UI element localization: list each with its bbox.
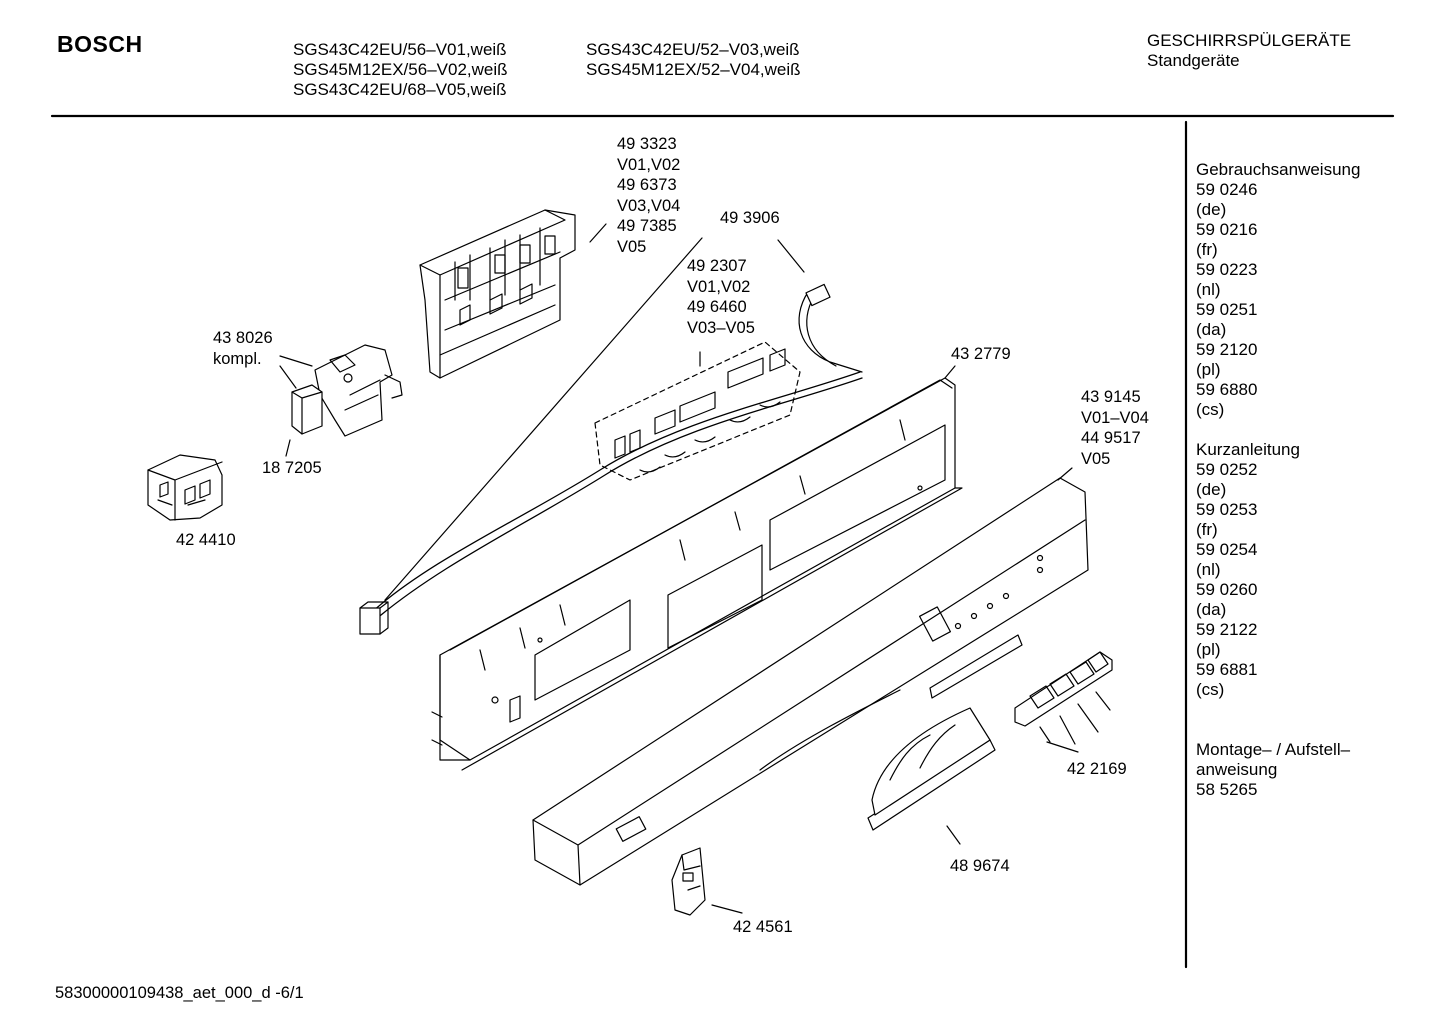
model-list-col1: SGS43C42EU/56–V01,weiß SGS45M12EX/56–V02… bbox=[293, 40, 508, 100]
part-label-424561: 42 4561 bbox=[733, 918, 793, 936]
part-note: kompl. bbox=[213, 349, 262, 368]
part-label-493906: 49 3906 bbox=[720, 209, 780, 227]
front-panel-drawing bbox=[532, 477, 1089, 886]
part-label-439145: 43 9145 V01–V04 44 9517 V05 bbox=[1081, 387, 1149, 469]
doc-title-kurzanleitung: Kurzanleitung bbox=[1196, 440, 1300, 459]
part-number: 43 9145 bbox=[1081, 388, 1141, 406]
model-line: SGS43C42EU/52–V03,weiß bbox=[586, 40, 800, 59]
part-variant: V01–V04 bbox=[1081, 408, 1149, 427]
part-label-438026: 43 8026 kompl. bbox=[213, 328, 273, 369]
spacer bbox=[1196, 420, 1360, 440]
part-number: 43 8026 bbox=[213, 329, 273, 347]
model-list-col2: SGS43C42EU/52–V03,weiß SGS45M12EX/52–V04… bbox=[586, 40, 801, 80]
model-line: SGS45M12EX/56–V02,weiß bbox=[293, 60, 508, 79]
part-number: 44 9517 bbox=[1081, 429, 1141, 447]
doc-item: 59 0254 bbox=[1196, 540, 1258, 559]
part-label-432779: 43 2779 bbox=[951, 345, 1011, 363]
part-number: 49 6373 bbox=[617, 176, 677, 194]
doc-item: (fr) bbox=[1196, 520, 1218, 539]
category-block: GESCHIRRSPÜLGERÄTE Standgeräte bbox=[1147, 31, 1351, 71]
doc-title-montage: Montage– / Aufstell– bbox=[1196, 740, 1351, 759]
relay-drawing bbox=[291, 384, 323, 435]
doc-item: 59 0216 bbox=[1196, 220, 1258, 239]
doc-item: (da) bbox=[1196, 600, 1227, 619]
category-title: GESCHIRRSPÜLGERÄTE bbox=[1147, 31, 1352, 50]
part-label-492307: 49 2307 V01,V02 49 6460 V03–V05 bbox=[687, 256, 755, 338]
wiring-harness-drawing bbox=[359, 283, 863, 635]
doc-item: (da) bbox=[1196, 320, 1227, 339]
doc-item: (cs) bbox=[1196, 680, 1225, 699]
part-48-9674-drawing bbox=[867, 707, 996, 831]
part-number: 49 3323 bbox=[617, 135, 677, 153]
doc-item: 59 6881 bbox=[1196, 660, 1258, 679]
part-number: 49 7385 bbox=[617, 217, 677, 235]
part-variant: V01,V02 bbox=[617, 155, 681, 174]
model-line: SGS45M12EX/52–V04,weiß bbox=[586, 60, 801, 79]
doc-item: (de) bbox=[1196, 480, 1227, 499]
part-number: 49 6460 bbox=[687, 298, 747, 316]
spacer bbox=[1196, 700, 1360, 720]
documents-sidebar: Gebrauchsanweisung 59 0246 (de) 59 0216 … bbox=[1196, 160, 1360, 800]
part-variant: V01,V02 bbox=[687, 277, 751, 296]
buttons-drawing bbox=[1014, 651, 1113, 727]
doc-item: (pl) bbox=[1196, 360, 1221, 379]
doc-item: 59 0260 bbox=[1196, 580, 1258, 599]
part-number: 49 2307 bbox=[687, 257, 747, 275]
doc-item: (de) bbox=[1196, 200, 1227, 219]
doc-item: 59 0251 bbox=[1196, 300, 1258, 319]
brand-logo: BOSCH bbox=[57, 31, 143, 57]
mains-switch-drawing bbox=[314, 344, 403, 437]
doc-item: (nl) bbox=[1196, 560, 1221, 579]
doc-title-montage-cont: anweisung bbox=[1196, 760, 1278, 779]
doc-item: 59 2120 bbox=[1196, 340, 1258, 359]
part-label-489674: 48 9674 bbox=[950, 857, 1010, 875]
document-code: 58300000109438_aet_000_d -6/1 bbox=[55, 984, 304, 1002]
doc-item: (cs) bbox=[1196, 400, 1225, 419]
subcategory: Standgeräte bbox=[1147, 51, 1240, 70]
doc-item: (fr) bbox=[1196, 240, 1218, 259]
doc-item: 59 2122 bbox=[1196, 620, 1258, 639]
part-label-187205: 18 7205 bbox=[262, 459, 322, 477]
doc-item: 59 0253 bbox=[1196, 500, 1258, 519]
part-label-422169: 42 2169 bbox=[1067, 760, 1127, 778]
part-variant: V05 bbox=[617, 237, 647, 256]
model-line: SGS43C42EU/68–V05,weiß bbox=[293, 80, 507, 99]
doc-title-gebrauchsanweisung: Gebrauchsanweisung bbox=[1196, 160, 1361, 179]
doc-item: 59 6880 bbox=[1196, 380, 1258, 399]
part-variant: V03,V04 bbox=[617, 196, 681, 215]
part-label-493323: 49 3323 V01,V02 49 6373 V03,V04 49 7385 … bbox=[617, 134, 680, 257]
doc-item: 59 0252 bbox=[1196, 460, 1258, 479]
doc-item: 58 5265 bbox=[1196, 780, 1258, 799]
part-variant: V03–V05 bbox=[687, 318, 755, 337]
doc-item: (nl) bbox=[1196, 280, 1221, 299]
component-42-4410-drawing bbox=[147, 454, 223, 521]
doc-item: 59 0246 bbox=[1196, 180, 1258, 199]
part-variant: V05 bbox=[1081, 449, 1111, 468]
control-panel-frame-drawing bbox=[431, 377, 963, 771]
clip-42-4561-drawing bbox=[671, 847, 706, 916]
doc-item: (pl) bbox=[1196, 640, 1221, 659]
model-line: SGS43C42EU/56–V01,weiß bbox=[293, 40, 507, 59]
spacer bbox=[1196, 720, 1360, 740]
control-module-drawing bbox=[419, 209, 576, 379]
doc-item: 59 0223 bbox=[1196, 260, 1258, 279]
part-label-424410: 42 4410 bbox=[176, 531, 236, 549]
